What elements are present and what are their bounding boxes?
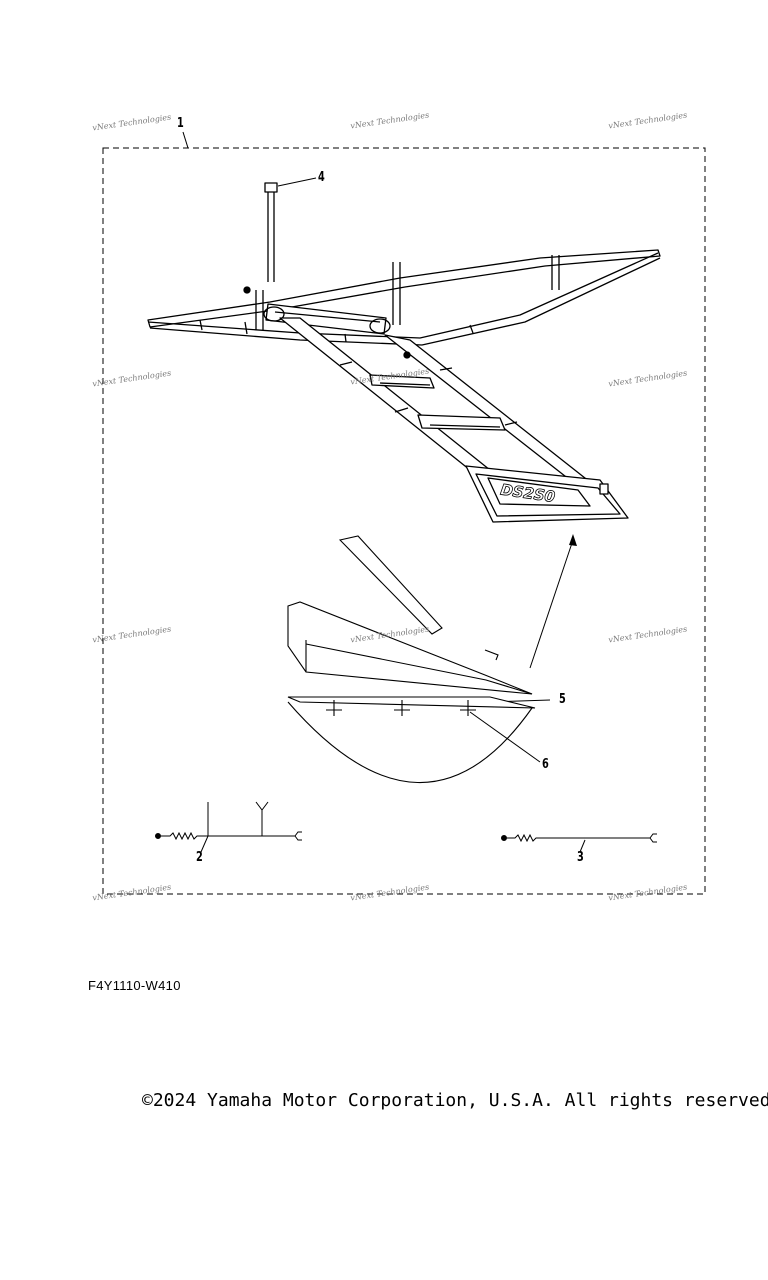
hull-mount-detail [287,535,536,783]
leader-3 [579,839,586,853]
callout-3: 3 [577,850,584,865]
callout-1: 1 [177,116,184,131]
diagram-code: F4Y1110-W410 [88,978,181,993]
parts-diagram: DS2S0 [102,131,706,895]
callout-2: 2 [196,850,203,865]
strap-3 [501,833,657,843]
callout-5: 5 [559,692,566,707]
kit-boundary [102,147,706,895]
leader-1 [182,131,189,149]
leader-6 [469,711,541,763]
strap-2 [155,801,302,841]
copyright-notice: ©2024 Yamaha Motor Corporation, U.S.A. A… [142,1090,768,1111]
detail-arrow [529,534,577,669]
leader-2 [200,835,209,853]
callout-6: 6 [542,757,549,772]
leader-4 [277,177,317,187]
wakeboard-tower [147,182,661,523]
callout-4: 4 [318,170,325,185]
